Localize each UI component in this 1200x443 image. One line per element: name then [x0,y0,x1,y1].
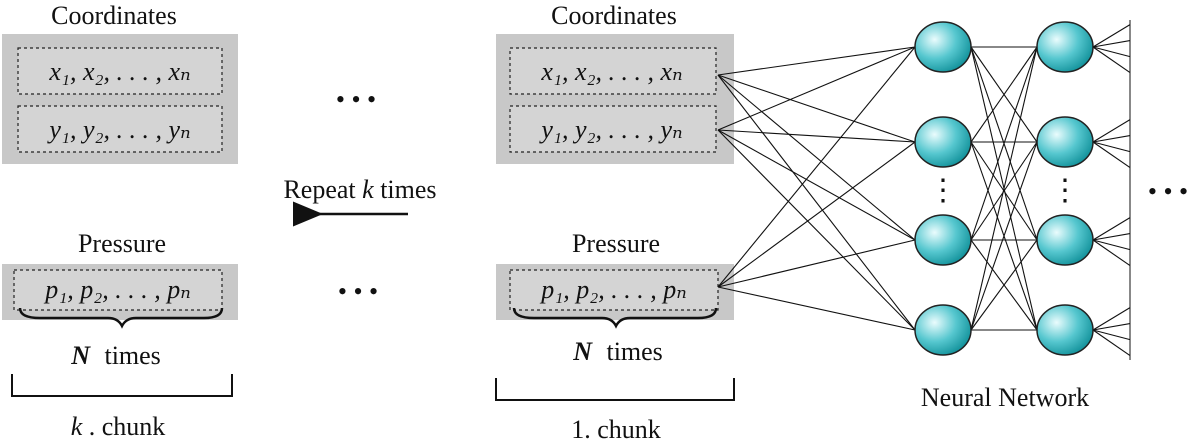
input-edge [717,286,916,331]
layer1-vertical-dots: ⋮ [928,174,958,207]
output-edge [1092,233,1131,241]
layer2-node [1036,214,1094,266]
left-p-row: p₁, p₂, . . . , pₙ [43,275,191,304]
input-edge [717,239,916,288]
output-edge [1092,46,1131,58]
network-label: Neural Network [921,383,1089,412]
input-edge [717,129,916,331]
output-edge [1092,135,1131,143]
network-nodes [914,21,1094,356]
hidden-edge [970,46,1038,241]
left-pressure-title: Pressure [78,229,166,258]
right-y-row: y₁, y₂, . . . , yₙ [538,115,682,144]
input-edge [717,141,916,288]
right-chunk: Coordinates x₁, x₂, . . . , xₙ y₁, y₂, .… [495,1,735,443]
right-brace [512,307,718,329]
middle-section: • • • Repeat k times • • • [283,85,436,306]
layer2-vertical-dots: ⋮ [1050,174,1080,207]
layer1-node [914,304,972,356]
output-edge [1092,329,1131,357]
right-n-times: N times [572,337,663,366]
right-chunk-label: 1. chunk [571,415,661,443]
output-edge [1092,119,1131,143]
neural-network: ⋮ ⋮ • • • Neural Network [921,174,1188,412]
hidden-edge [970,239,1038,331]
output-edge [1092,141,1131,153]
input-edge [717,129,916,143]
output-edge [1092,323,1131,331]
left-x-box [17,47,223,95]
right-pressure-title: Pressure [572,229,660,258]
hidden-edge [970,46,1038,331]
layer1-node [914,214,972,266]
left-coordinates-title: Coordinates [51,1,177,30]
output-edge [1092,40,1131,48]
ellipsis-top: • • • [336,85,376,114]
left-chunk: Coordinates x₁, x₂, . . . , xₙ y₁, y₂, .… [2,1,238,441]
right-chunk-bracket [495,378,735,401]
hidden-edge [970,141,1038,241]
left-chunk-bracket [11,374,233,397]
right-p-box [509,269,719,311]
input-edge [717,46,916,131]
right-y-box [509,105,717,153]
output-edge [1092,329,1131,341]
output-edge [1092,217,1131,241]
layer2-node [1036,304,1094,356]
layer2-node [1036,21,1094,73]
output-edge [1092,24,1131,48]
input-edge [717,46,916,76]
input-edge [717,46,916,288]
output-edge [1092,239,1131,251]
input-edge [717,129,916,241]
layer2-node [1036,116,1094,168]
left-y-row: y₁, y₂, . . . , yₙ [46,115,190,144]
output-edge [1092,307,1131,331]
hidden-edge [970,46,1038,143]
hidden-edge [970,141,1038,331]
output-edge [1092,46,1131,74]
repeat-label: Repeat k times [283,175,436,204]
layer1-node [914,21,972,73]
right-x-row: x₁, x₂, . . . , xₙ [540,57,682,86]
network-trailing-ellipsis: • • • [1148,177,1188,206]
left-n-times: N times [70,341,161,370]
input-edge [717,74,916,241]
layer1-node [914,116,972,168]
right-p-row: p₁, p₂, . . . , pₙ [539,275,687,304]
left-brace [18,307,224,329]
left-p-box [13,269,223,311]
ellipsis-bottom: • • • [338,277,378,306]
network-connections [717,20,1131,360]
output-edge [1092,239,1131,267]
left-y-box [17,105,223,153]
left-chunk-label: k . chunk [71,412,166,441]
input-edge [717,74,916,331]
output-edge [1092,141,1131,169]
input-edge [717,74,916,143]
right-coordinates-title: Coordinates [551,1,677,30]
left-x-row: x₁, x₂, . . . , xₙ [48,57,190,86]
right-x-box [509,47,717,95]
